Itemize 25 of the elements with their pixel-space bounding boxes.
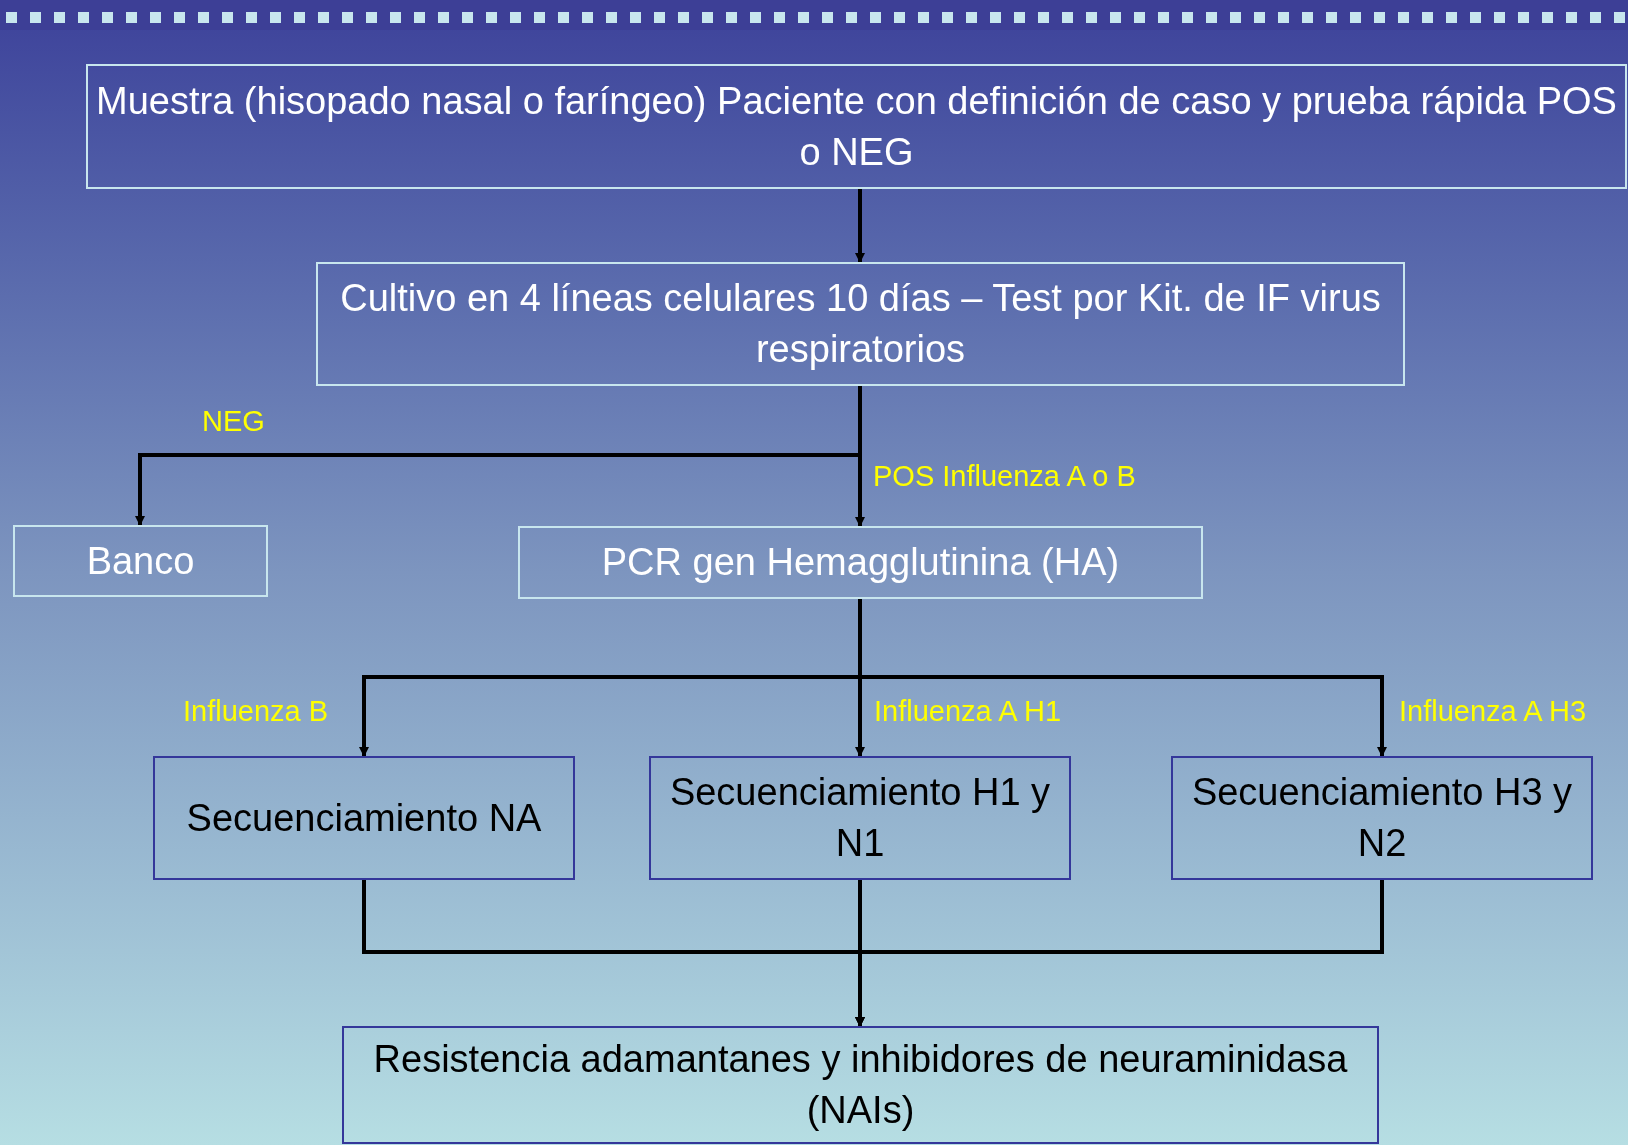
box-text: Secuenciamiento H1 y N1 — [668, 770, 1052, 866]
process-box — [86, 64, 1627, 189]
box-text: Muestra (hisopado nasal o faríngeo) Paciente con definición de caso y prueba rápida POS o NEG — [96, 78, 1617, 175]
arrow — [855, 189, 865, 263]
process-box — [649, 756, 1071, 880]
edge-label: POS Influenza A o B — [873, 459, 1136, 493]
process-box — [13, 525, 268, 597]
box-text: Resistencia adamantanes y inhibidores de neuraminidasa (NAIs) — [372, 1037, 1349, 1133]
edge-label: NEG — [202, 404, 265, 438]
box-text: Secuenciamiento H3 y N2 — [1190, 770, 1574, 866]
arrow — [855, 386, 865, 527]
box-text: PCR gen Hemagglutinina (HA) — [601, 540, 1120, 585]
box-text: Cultivo en 4 líneas celulares 10 días – Test por Kit. de IF virus respiratorios — [339, 276, 1382, 372]
process-box — [342, 1026, 1379, 1144]
box-text: Secuenciamiento NA — [186, 795, 542, 841]
process-box — [518, 526, 1203, 599]
box-text: Banco — [86, 538, 195, 584]
process-box — [316, 262, 1405, 386]
arrow — [858, 599, 1387, 757]
edge-label: Influenza B — [183, 694, 329, 728]
edge-label: Influenza A H1 — [874, 694, 1062, 728]
process-box — [153, 756, 575, 880]
arrow — [855, 880, 1384, 1027]
process-box — [1171, 756, 1593, 880]
edge-label: Influenza A H3 — [1399, 694, 1587, 728]
